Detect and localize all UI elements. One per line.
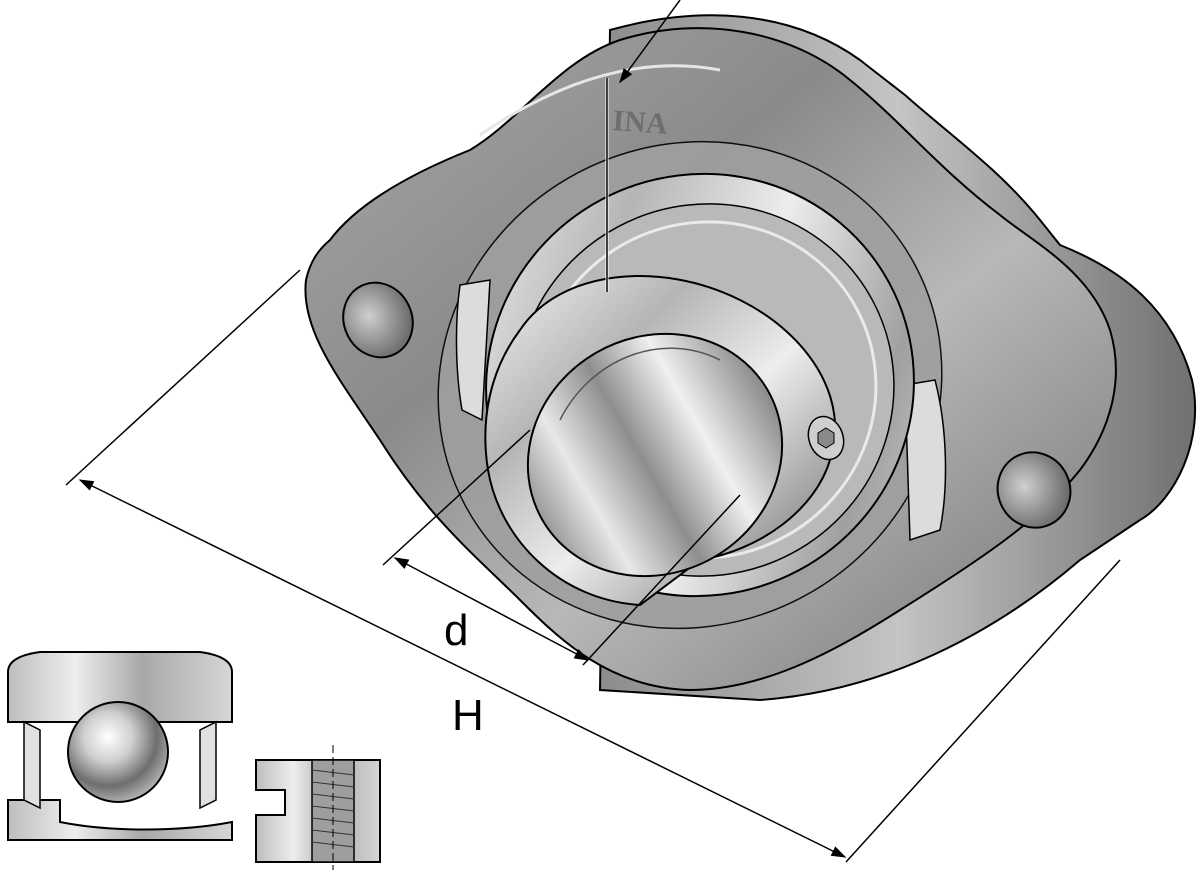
d-dimension-line [393,557,590,661]
height-dimension-label: H [452,691,484,740]
section-seal-left [23,720,41,810]
d-extension-right [582,494,741,666]
mounting-hole-left [342,281,414,359]
dimension-lines [65,0,1121,863]
mounting-hole-right [996,451,1072,529]
section-inner-ring [7,799,233,841]
section-seal-right [199,720,217,810]
h-dimension-line [78,479,847,858]
brand-mark: INA [612,104,670,141]
h-extension-left [65,269,301,486]
hex-socket-icon [817,427,835,449]
d-extension-left [382,429,531,566]
cross-section-detail [7,651,381,870]
retaining-lug-right [904,379,947,542]
bore-dimension-label: d [444,606,468,655]
retaining-lug-left [455,279,491,422]
leader-arrow-line [619,0,681,84]
h-extension-right [845,559,1121,863]
ball-icon [67,701,169,803]
